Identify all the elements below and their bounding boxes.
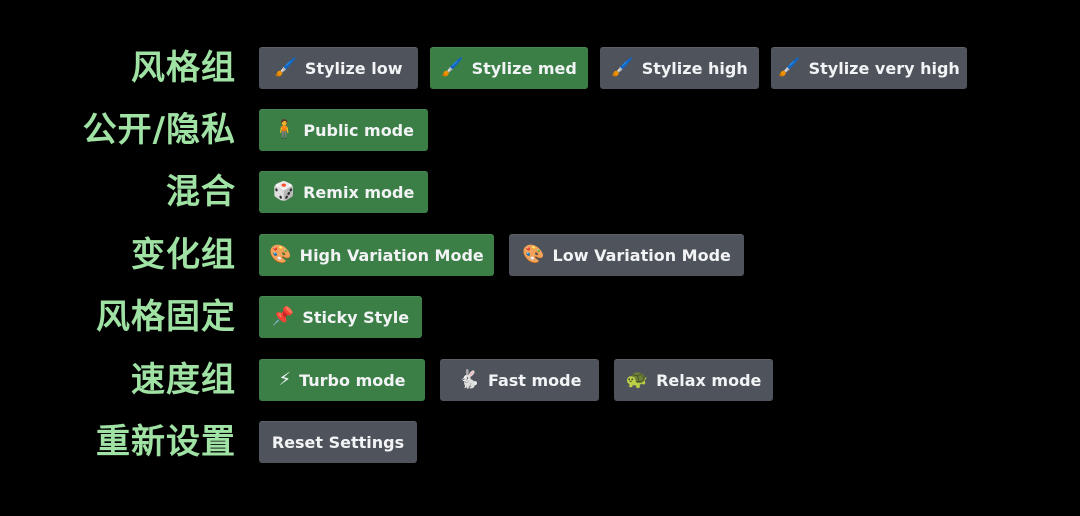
relax-mode-button[interactable]: 🐢 Relax mode [614, 359, 773, 401]
button-label: Reset Settings [271, 432, 405, 452]
paintbrush-icon: 🖌️ [441, 57, 464, 78]
palette-icon: 🎨 [522, 244, 545, 265]
turbo-mode-button[interactable]: ⚡ Turbo mode [259, 359, 425, 401]
button-label: High Variation Mode [299, 245, 484, 265]
button-label: Fast mode [487, 370, 582, 390]
public-private-row: 公开/隐私 🧍 Public mode [0, 108, 1000, 152]
button-label: Stylize very high [808, 58, 960, 78]
button-label: Turbo mode [299, 370, 406, 390]
stylize-group-row: 风格组 🖌️ Stylize low 🖌️ Stylize med 🖌️ Styliz… [0, 46, 1000, 90]
low-variation-mode-button[interactable]: 🎨 Low Variation Mode [509, 234, 744, 276]
palette-icon: 🎨 [269, 244, 292, 265]
lightning-icon: ⚡ [278, 369, 292, 390]
fast-mode-button[interactable]: 🐇 Fast mode [440, 359, 599, 401]
variation-group-row: 变化组 🎨 High Variation Mode 🎨 Low Variation … [0, 233, 1000, 277]
turtle-icon: 🐢 [625, 369, 649, 390]
button-label: Sticky Style [302, 307, 410, 327]
public-mode-button[interactable]: 🧍 Public mode [259, 109, 428, 151]
button-label: Public mode [303, 120, 414, 140]
high-variation-mode-button[interactable]: 🎨 High Variation Mode [259, 234, 494, 276]
button-label: Stylize high [641, 58, 748, 78]
stylize-low-button[interactable]: 🖌️ Stylize low [259, 47, 418, 89]
button-label: Stylize low [304, 58, 403, 78]
row-label-reset: 重新设置 [96, 422, 236, 462]
reset-settings-button[interactable]: Reset Settings [259, 421, 417, 463]
row-label-sticky-style: 风格固定 [96, 297, 236, 337]
pushpin-icon: 📌 [271, 306, 295, 327]
reset-row: 重新设置 Reset Settings [0, 420, 1000, 464]
stylize-med-button[interactable]: 🖌️ Stylize med [430, 47, 588, 89]
sticky-style-button[interactable]: 📌 Sticky Style [259, 296, 422, 338]
row-label-speed: 速度组 [131, 360, 236, 400]
dice-icon: 🎲 [272, 181, 296, 202]
button-label: Relax mode [656, 370, 762, 390]
button-label: Low Variation Mode [552, 245, 731, 265]
row-label-variation: 变化组 [131, 235, 236, 275]
paintbrush-icon: 🖌️ [611, 57, 634, 78]
rabbit-icon: 🐇 [457, 369, 480, 390]
sticky-style-row: 风格固定 📌 Sticky Style [0, 295, 1000, 339]
speed-group-row: 速度组 ⚡ Turbo mode 🐇 Fast mode 🐢 Relax mode [0, 358, 1000, 402]
row-label-public-private: 公开/隐私 [82, 110, 236, 150]
stylize-high-button[interactable]: 🖌️ Stylize high [600, 47, 759, 89]
row-label-stylize: 风格组 [131, 48, 236, 88]
row-label-remix: 混合 [166, 172, 236, 212]
remix-row: 混合 🎲 Remix mode [0, 170, 1000, 214]
paintbrush-icon: 🖌️ [778, 57, 801, 78]
button-label: Remix mode [303, 182, 415, 202]
stylize-very-high-button[interactable]: 🖌️ Stylize very high [771, 47, 967, 89]
paintbrush-icon: 🖌️ [274, 57, 297, 78]
remix-mode-button[interactable]: 🎲 Remix mode [259, 171, 428, 213]
button-label: Stylize med [471, 58, 577, 78]
person-standing-icon: 🧍 [273, 119, 296, 140]
